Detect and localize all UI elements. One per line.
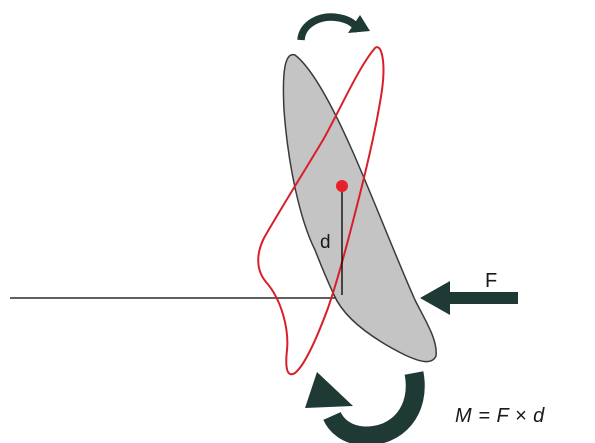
- force-arrow-icon: [420, 281, 518, 315]
- bottom-rotation-arrow-icon: [305, 371, 425, 443]
- top-rotation-arrow-icon: [297, 13, 370, 41]
- distance-label: d: [320, 232, 331, 253]
- force-label: F: [485, 270, 498, 292]
- tooth-displaced-outline: [257, 46, 385, 376]
- moment-formula: M = F × d: [455, 405, 545, 427]
- center-of-resistance-point: [336, 180, 348, 192]
- tooth-original-shape: [282, 54, 437, 363]
